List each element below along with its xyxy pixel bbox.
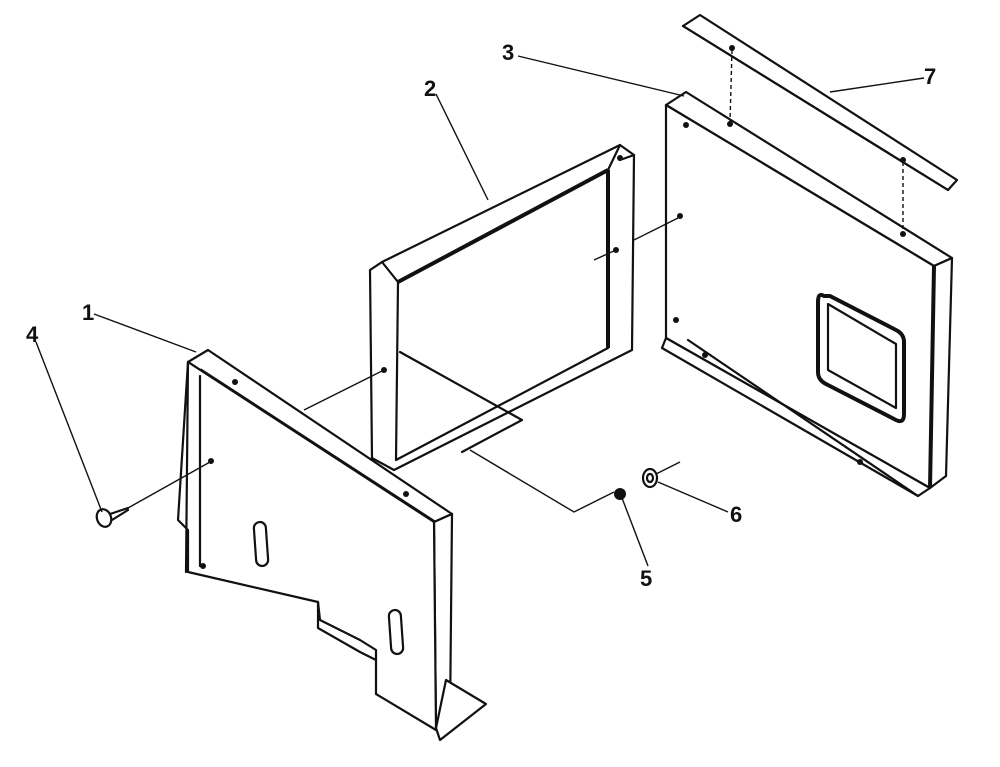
callout-1: 1	[82, 300, 94, 325]
part-4-screw	[95, 506, 130, 528]
callout-5: 5	[640, 566, 652, 591]
part-6-washer	[641, 467, 659, 489]
callout-7: 7	[924, 64, 936, 89]
callout-3: 3	[502, 40, 514, 65]
callout-6: 6	[730, 502, 742, 527]
part-3-rear-cover	[660, 49, 954, 498]
callout-leaders	[35, 55, 925, 567]
part-1-front-cover	[176, 348, 488, 742]
callout-4: 4	[26, 322, 39, 347]
part-5-nut	[614, 488, 626, 500]
assembly-lines	[127, 217, 681, 513]
part-7-top-strip	[681, 13, 959, 192]
callout-labels: 1 2 3 4 5 6 7	[26, 40, 936, 591]
frame-bottom-plate	[398, 350, 524, 454]
part-2-frame	[368, 143, 636, 472]
callout-2: 2	[424, 76, 436, 101]
